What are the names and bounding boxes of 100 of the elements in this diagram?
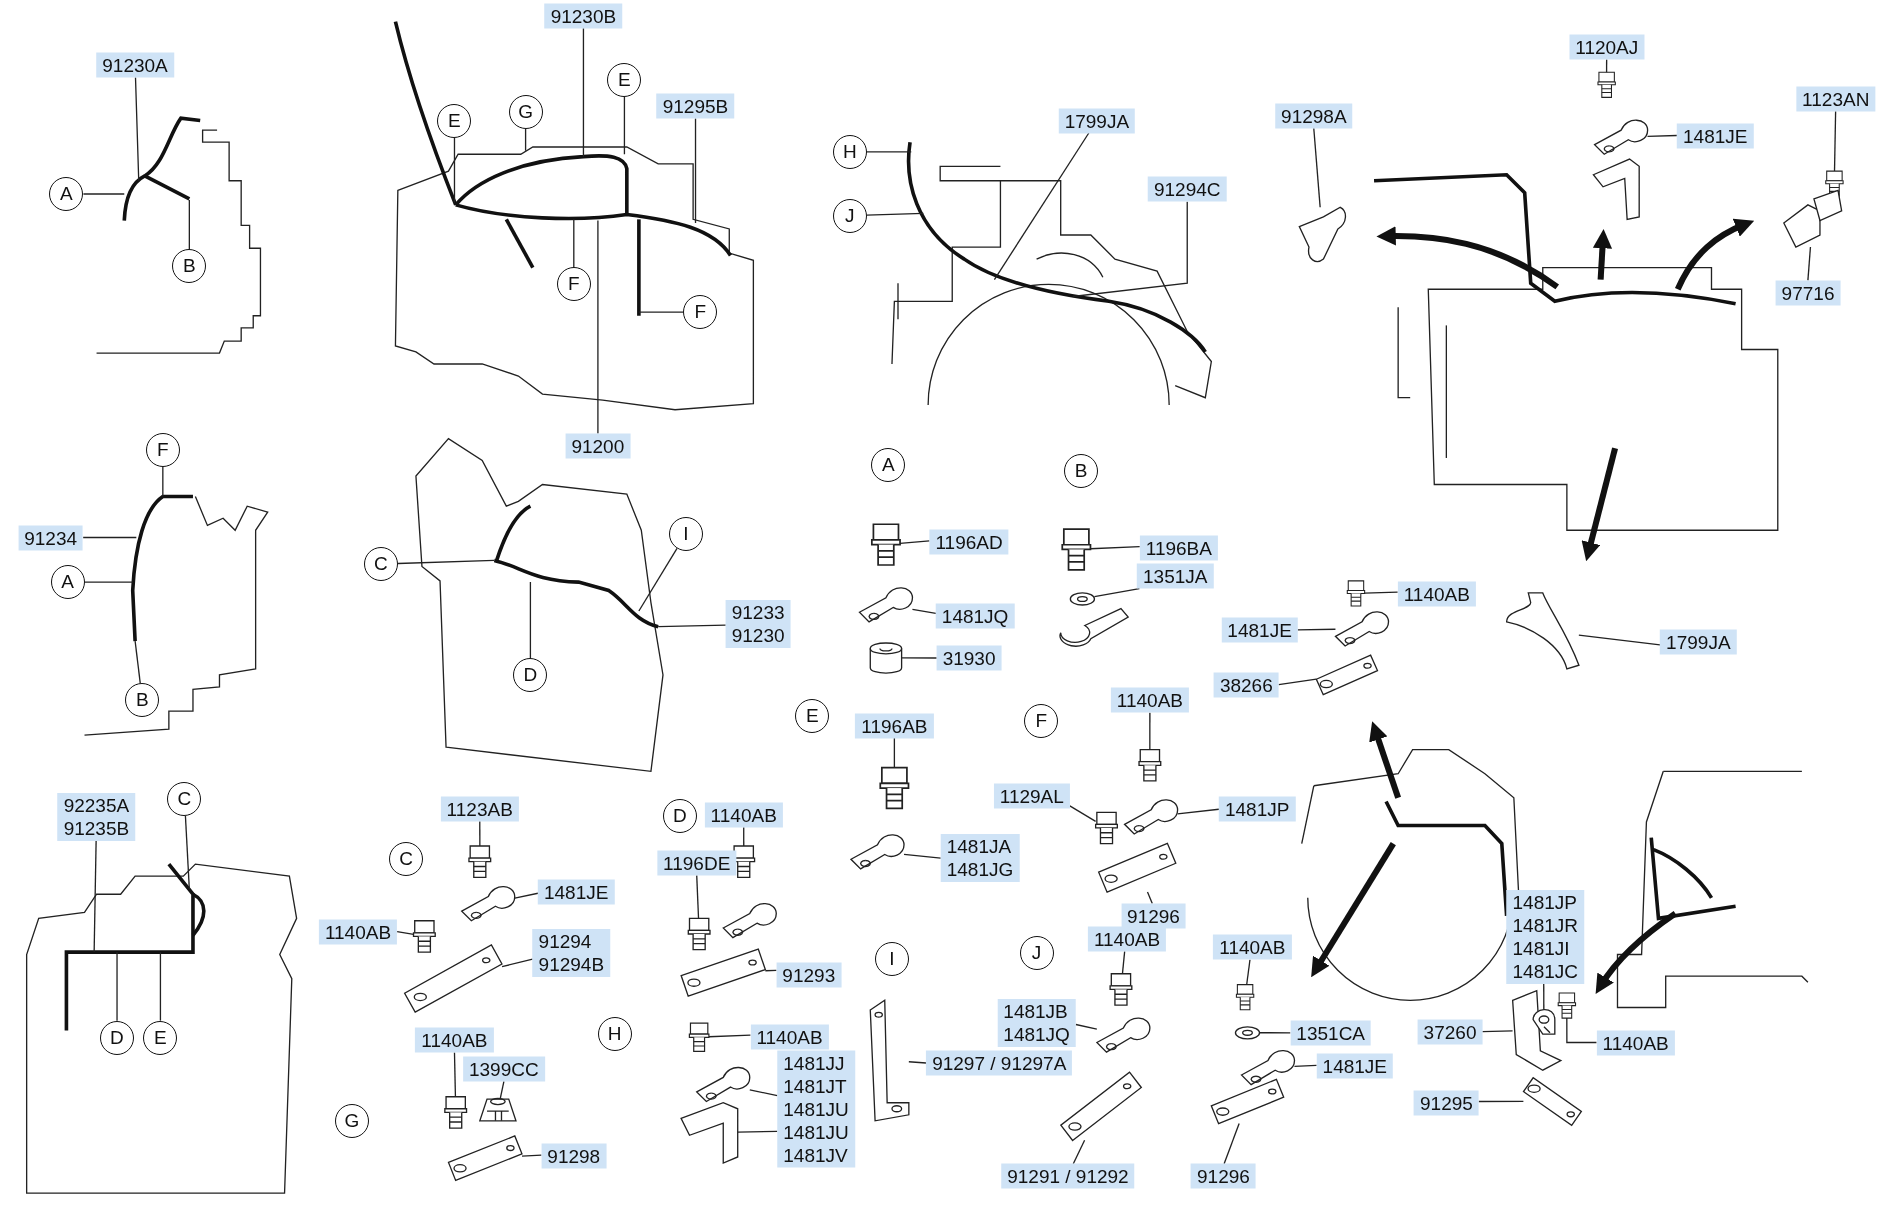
part-number-tag (1148, 176, 1227, 202)
bolt-icon (444, 1096, 468, 1129)
leader-line (1566, 1017, 1598, 1044)
part-number: 1140AB (1219, 935, 1286, 959)
cable-clip-icon (1334, 611, 1390, 647)
part-number: 91230A (102, 53, 168, 77)
cable-clip-icon (858, 587, 914, 623)
part-number-tag (1677, 123, 1754, 149)
part-number: 91235B (63, 817, 130, 841)
part-number-tag (532, 929, 611, 978)
callout-letter: J (845, 204, 855, 227)
leader-line (188, 199, 190, 250)
part-number: 1481JQ (941, 604, 1009, 628)
part-number: 91294C (1154, 177, 1221, 201)
nut-icon (478, 1097, 517, 1122)
part-number-tag (1660, 629, 1737, 655)
callout-letter: F (694, 301, 707, 324)
part-number-tag (1001, 1163, 1135, 1189)
part-number-tag (565, 433, 631, 459)
callout-circle (1024, 703, 1059, 738)
leader-line (749, 1089, 778, 1097)
bolt-icon (468, 845, 492, 879)
leader-line (524, 128, 527, 152)
part-number: 1351JA (1143, 564, 1208, 588)
part-number: 92235A (63, 794, 130, 818)
part-number: 1481JE (1322, 1054, 1388, 1078)
leader-line (134, 640, 141, 684)
part-number-tag (940, 834, 1020, 883)
leader-line (514, 892, 539, 899)
callout-letter: A (59, 183, 73, 206)
cable-clip-icon (1096, 1017, 1151, 1053)
part-number-tag (1191, 1163, 1256, 1189)
cable-clip-icon (1593, 119, 1649, 155)
callout-letter: A (61, 571, 74, 594)
part-number-tag (657, 850, 737, 876)
bolt-icon (1061, 528, 1092, 571)
part-number-tag (704, 802, 783, 828)
leader-line (162, 465, 164, 498)
angle-bracket-icon (1298, 206, 1347, 263)
leader-line (1807, 246, 1812, 281)
callout-letter: F (1035, 709, 1048, 732)
part-number: 91291 / 91292 (1007, 1164, 1129, 1188)
callout-letter: E (618, 68, 631, 91)
part-number-tag (750, 1024, 829, 1050)
callout-letter: C (177, 788, 192, 811)
bolt-icon (688, 1022, 710, 1052)
part-number: 91200 (571, 434, 625, 458)
cable-tie-icon (1505, 592, 1580, 670)
leader-line (694, 117, 697, 224)
leader-line (83, 581, 134, 583)
part-number-tag (318, 919, 398, 945)
leader-line (1072, 1139, 1086, 1165)
bolt-icon (687, 917, 711, 951)
part-number: 1140AB (1116, 688, 1183, 712)
part-number: 1481JQ (1003, 1023, 1070, 1047)
collar-icon (869, 642, 903, 674)
callout-letter: D (672, 805, 687, 827)
part-number: 1481JE (543, 880, 609, 904)
bolt-icon (1557, 992, 1577, 1019)
part-number: 1481JP (1224, 797, 1290, 821)
callout-letter: G (344, 1109, 360, 1132)
leader-line (1093, 587, 1141, 598)
part-number: 1140AB (421, 1028, 488, 1052)
leader-line (911, 608, 937, 614)
part-number-tag (18, 525, 84, 551)
bolt-icon (1346, 580, 1366, 607)
part-number: 91295B (662, 94, 729, 118)
callout-circle (607, 62, 642, 97)
leader-line (1578, 634, 1661, 646)
part-number: 38266 (1219, 673, 1273, 697)
part-number-tag (96, 52, 174, 78)
part-number: 1123AB (446, 797, 513, 821)
leader-line (764, 969, 778, 972)
part-number: 91230 (731, 624, 785, 648)
part-number-tag (1121, 903, 1186, 929)
callout-circle (668, 516, 703, 551)
callout-letter: C (399, 848, 414, 871)
wiring-harness (122, 116, 201, 221)
part-number-tag (926, 1050, 1073, 1076)
part-number: 1481JI (1512, 936, 1571, 960)
bolt-icon (1235, 984, 1255, 1011)
part-number-tag (1087, 926, 1167, 952)
leader-line (1069, 805, 1097, 822)
part-number-tag (997, 999, 1076, 1048)
part-number: 91295 (1420, 1091, 1473, 1115)
leader-line (521, 1154, 543, 1157)
callout-circle (1019, 936, 1054, 971)
callout-circle (683, 295, 718, 330)
callout-circle (1064, 454, 1099, 489)
leader-line (1481, 1030, 1514, 1033)
part-number-tag (1397, 581, 1476, 607)
callout-letter: B (1074, 460, 1088, 483)
part-number-tag (1596, 1030, 1675, 1056)
callout-letter: B (135, 689, 149, 712)
leader-line (903, 853, 942, 859)
leader-line (501, 958, 534, 968)
cable-clip-icon (1123, 799, 1179, 835)
leader-line (1543, 982, 1545, 1011)
part-number: 1140AB (710, 803, 777, 827)
bracket-plate-icon (1097, 842, 1177, 894)
